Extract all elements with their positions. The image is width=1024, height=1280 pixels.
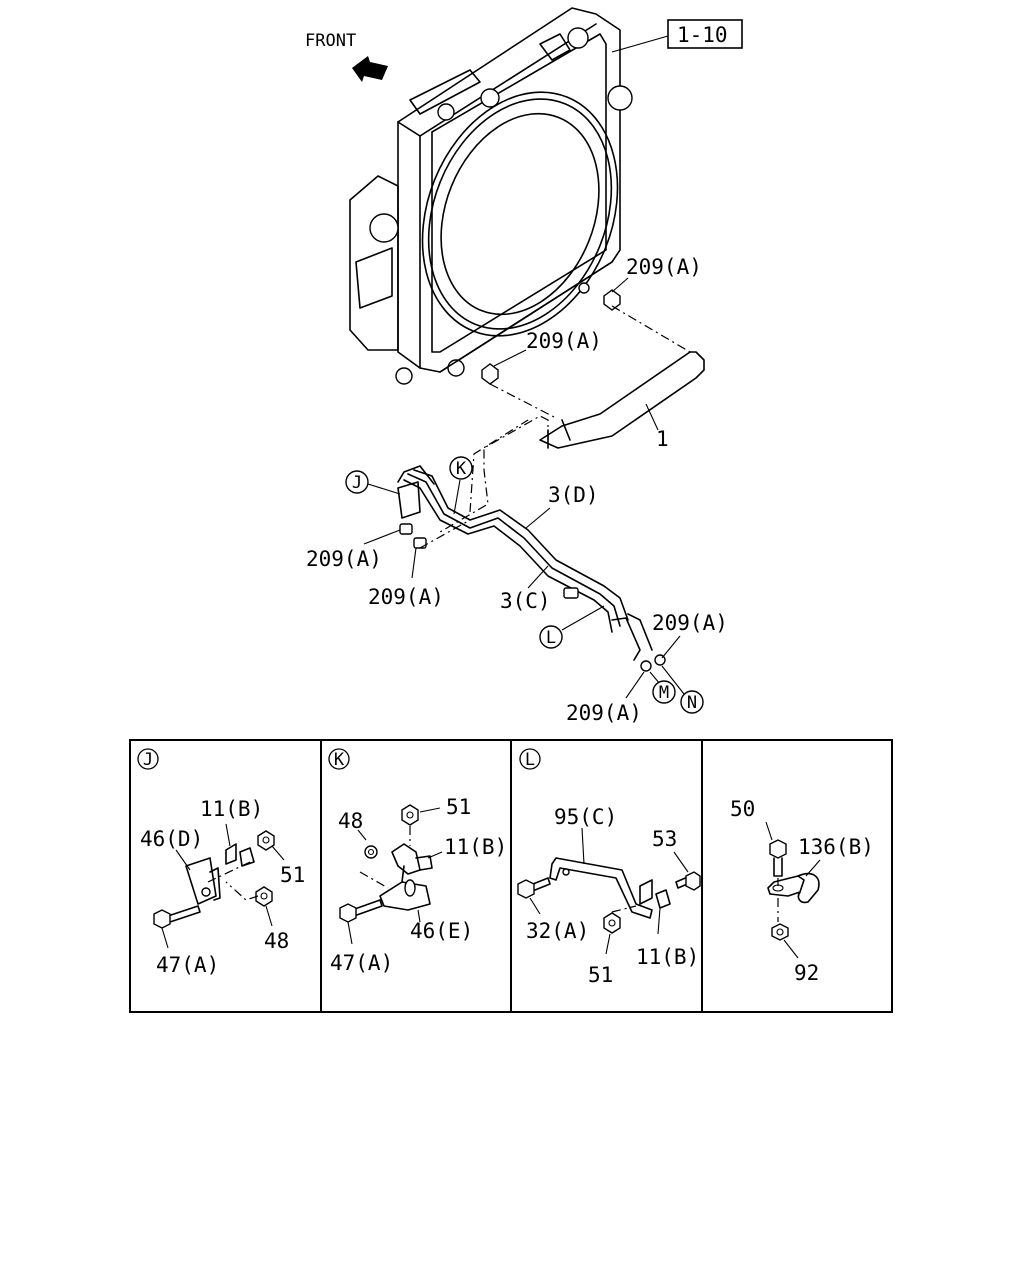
front-arrow-icon [352, 56, 388, 82]
label-48: 48 [264, 929, 289, 953]
label-53: 53 [652, 827, 677, 851]
label-50: 50 [730, 797, 755, 821]
label-32a: 32(A) [526, 919, 589, 943]
callout-209a-3[interactable]: 209(A) [306, 529, 401, 571]
marker-label: M [659, 683, 669, 703]
label-47a: 47(A) [330, 951, 393, 975]
label-136b: 136(B) [798, 835, 874, 859]
label-47a: 47(A) [156, 953, 219, 977]
marker-j[interactable]: J [345, 470, 401, 495]
detail-j: J 11(B) 46(D) 51 48 47(A) [137, 748, 305, 977]
callout-label: 209(A) [306, 547, 382, 571]
label-51: 51 [446, 795, 471, 819]
label-46d: 46(D) [140, 827, 203, 851]
ref-box[interactable]: 1-10 [611, 19, 743, 53]
marker-label: N [687, 693, 697, 713]
callout-209a-1[interactable]: 209(A) [611, 255, 702, 293]
detail-k: K 51 48 11(B) 46(E) 47(A) [328, 748, 507, 975]
detail-marker: L [525, 750, 535, 770]
label-51: 51 [588, 963, 613, 987]
callout-label: 3(D) [548, 483, 599, 507]
detail-marker: J [143, 750, 153, 770]
detail-panels-frame [129, 739, 893, 1013]
callout-label: 209(A) [368, 585, 444, 609]
label-48: 48 [338, 809, 363, 833]
callout-3d[interactable]: 3(D) [525, 483, 599, 529]
callout-label: 209(A) [566, 701, 642, 725]
detail-l: L 95(C) 53 32(A) 51 11(B) [517, 748, 701, 987]
marker-m[interactable]: M [649, 671, 676, 704]
callout-209a-4[interactable]: 209(A) [368, 547, 444, 609]
front-indicator: FRONT [305, 31, 388, 82]
marker-label: J [352, 473, 362, 493]
label-95c: 95(C) [554, 805, 617, 829]
callout-label: 1 [656, 427, 669, 451]
marker-n[interactable]: N [661, 665, 704, 714]
callout-label: 3(C) [500, 589, 551, 613]
label-51: 51 [280, 863, 305, 887]
label-92: 92 [794, 961, 819, 985]
marker-k[interactable]: K [449, 456, 473, 515]
callout-label: 209(A) [526, 329, 602, 353]
ref-box-label: 1-10 [677, 23, 728, 47]
marker-label: L [546, 628, 556, 648]
callout-label: 209(A) [652, 611, 728, 635]
callout-209a-5[interactable]: 209(A) [652, 611, 728, 659]
pipe-assembly-drawing [397, 289, 705, 672]
callout-3c[interactable]: 3(C) [500, 565, 551, 613]
front-label: FRONT [305, 31, 356, 51]
label-11b: 11(B) [444, 835, 507, 859]
label-11b: 11(B) [636, 945, 699, 969]
label-11b: 11(B) [200, 797, 263, 821]
callout-209a-6[interactable]: 209(A) [566, 671, 645, 725]
callout-1[interactable]: 1 [645, 403, 669, 451]
callout-209a-2[interactable]: 209(A) [493, 329, 602, 367]
label-46e: 46(E) [410, 919, 473, 943]
radiator-shroud-drawing [349, 7, 633, 385]
detail-clamp: 50 136(B) 92 [730, 797, 874, 985]
marker-l[interactable]: L [539, 605, 605, 649]
marker-label: K [456, 459, 467, 479]
detail-marker: K [334, 750, 345, 770]
callout-label: 209(A) [626, 255, 702, 279]
